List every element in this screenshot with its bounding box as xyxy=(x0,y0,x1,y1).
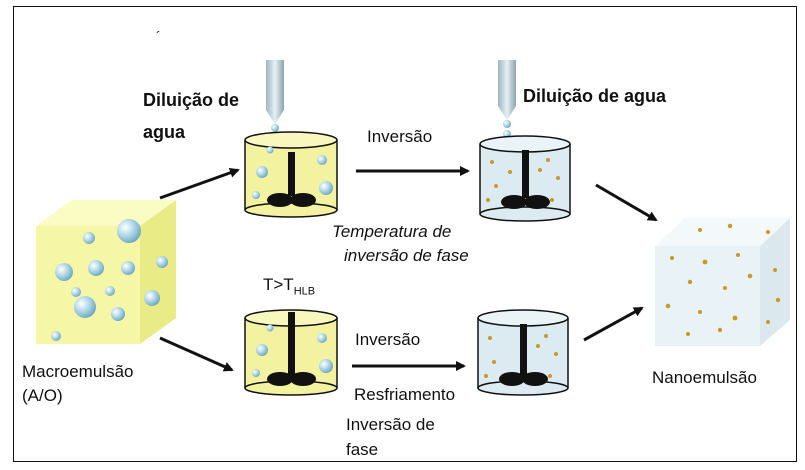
arrow-macro-to-top xyxy=(159,167,240,200)
stirrer-icon xyxy=(499,324,548,386)
label-dilution-top-left-2: agua xyxy=(143,122,186,142)
beaker-top-right xyxy=(479,60,571,222)
label-dilution-top-left-1: Diluição de xyxy=(143,90,240,110)
label-macroemulsion-1: Macroemulsão xyxy=(22,362,134,381)
nano-particles xyxy=(665,223,781,336)
stirrer-icon xyxy=(501,150,550,209)
arrow-macro-to-bottom xyxy=(159,336,234,372)
beaker-top-left xyxy=(244,60,338,218)
label-nanoemulsion: Nanoemulsão xyxy=(652,368,757,387)
macroemulsion-cube xyxy=(36,200,176,344)
label-temp-condition: T>THLB xyxy=(263,275,316,298)
arrow-icon xyxy=(159,166,658,372)
pipette-icon xyxy=(498,60,516,106)
label-inversion-top: Inversão xyxy=(367,127,433,146)
diagram-frame xyxy=(13,6,797,462)
pipette-icon xyxy=(266,60,284,110)
stirrer-icon xyxy=(267,312,316,386)
arrow-top-to-nano xyxy=(595,183,658,222)
label-cooling: Resfriamento xyxy=(354,385,456,404)
label-phase-temp-1: Temperatura de xyxy=(332,222,452,241)
label-phase-temp-2: inversão de fase xyxy=(344,246,469,265)
nanoemulsion-cube xyxy=(655,218,790,346)
label-phase-inversion-1: Inversão de xyxy=(346,415,435,434)
stirrer-icon xyxy=(267,152,316,207)
label-inversion-bottom: Inversão xyxy=(355,330,421,349)
droplet-icon xyxy=(51,219,168,341)
label-dilution-top-right: Diluição de agua xyxy=(523,86,667,106)
stray-mark: ´ xyxy=(156,28,161,44)
beaker-bottom-right xyxy=(477,309,569,396)
arrow-bottom-to-nano xyxy=(583,306,644,342)
label-phase-inversion-2: fase xyxy=(346,440,379,459)
beaker-bottom-left xyxy=(244,309,338,396)
label-macroemulsion-2: (A/O) xyxy=(22,386,63,405)
